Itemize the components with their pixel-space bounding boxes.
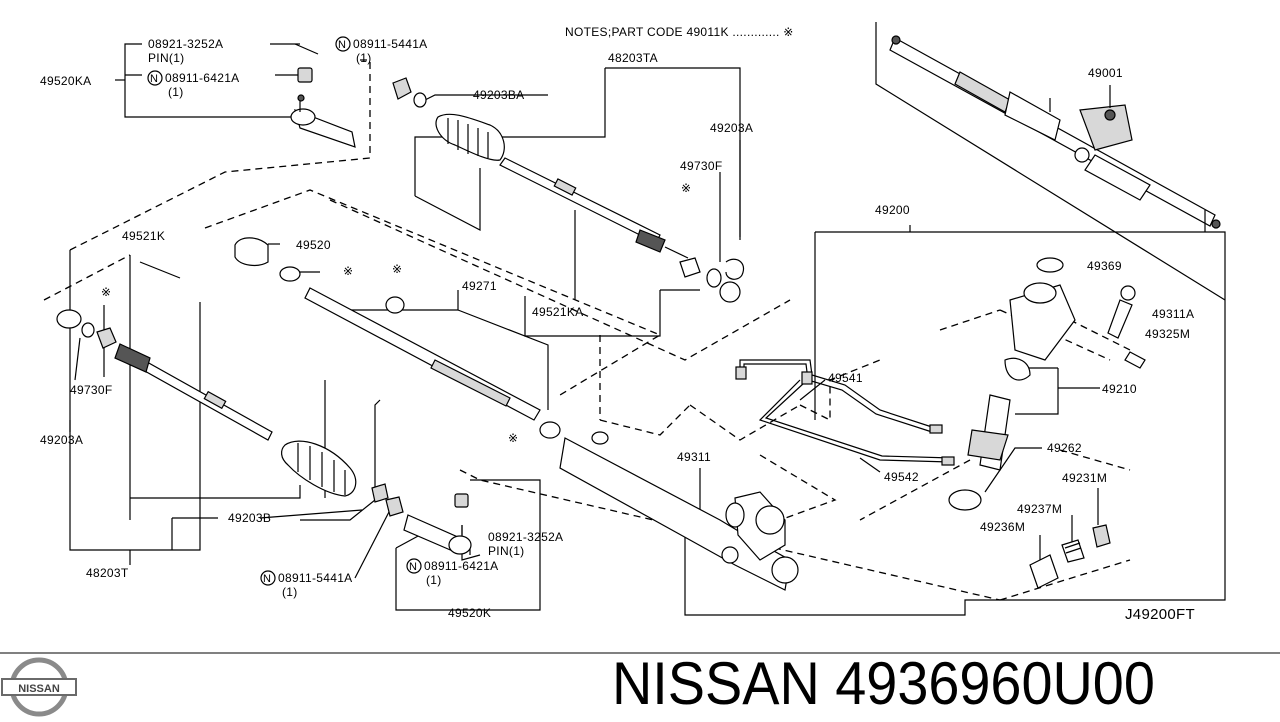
label-08911-5441-top: 08911-5441A xyxy=(353,37,427,51)
circle-n-5441-bottom-text: N xyxy=(263,573,271,585)
tie-rod-end-bottom xyxy=(385,493,472,555)
tie-rod-end-top xyxy=(290,43,356,148)
adjuster-parts xyxy=(1029,524,1111,589)
label-49271: 49271 xyxy=(462,279,497,293)
label-pin-bottom: PIN(1) xyxy=(488,544,524,558)
rack-and-bushing xyxy=(234,237,561,439)
label-49541: 49541 xyxy=(828,371,863,385)
label-49521KA: 49521KA xyxy=(532,305,583,319)
label-49203A-left: 49203A xyxy=(40,433,83,447)
mark-top: ※ xyxy=(681,181,691,195)
mark-bottom: ※ xyxy=(508,431,518,445)
steering-gear-assembly xyxy=(889,35,1221,232)
label-49236M: 49236M xyxy=(980,520,1025,534)
label-49521K: 49521K xyxy=(122,229,165,243)
label-49210: 49210 xyxy=(1102,382,1137,396)
label-49311: 49311 xyxy=(677,450,711,464)
part-number: 4936960U00 xyxy=(835,650,1155,717)
leader-lines xyxy=(69,22,1226,616)
circle-n-5441-top-text: N xyxy=(338,39,346,51)
label-08921-top: 08921-3252A xyxy=(148,37,223,51)
label-49231M: 49231M xyxy=(1062,471,1107,485)
label-49237M: 49237M xyxy=(1017,502,1062,516)
mark-49271: ※ xyxy=(392,262,402,276)
hydraulic-lines xyxy=(735,359,955,466)
circle-n-6421-bottom xyxy=(406,558,422,574)
clips-top xyxy=(679,257,745,303)
label-08911-5441-bottom: 08911-5441A xyxy=(278,571,352,585)
label-49203A-top: 49203A xyxy=(710,121,753,135)
footer-code: J49200FT xyxy=(1125,606,1195,623)
circle-n-5441-bottom xyxy=(260,570,276,586)
label-08911-6421-top: 08911-6421A xyxy=(165,71,239,85)
label-49262: 49262 xyxy=(1047,441,1082,455)
label-49520: 49520 xyxy=(296,238,331,252)
circle-n-6421-bottom-text: N xyxy=(409,561,417,573)
brand-name: NISSAN xyxy=(612,650,820,717)
boot-top xyxy=(435,113,505,161)
label-49542: 49542 xyxy=(884,470,919,484)
label-49001: 49001 xyxy=(1088,66,1123,80)
label-49730F-top: 49730F xyxy=(680,159,723,173)
nut-5441-top xyxy=(392,77,427,108)
label-49325M: 49325M xyxy=(1145,327,1190,341)
logo-text: NISSAN xyxy=(18,683,60,695)
label-08921-bottom: 08921-3252A xyxy=(488,530,563,544)
circle-n-5441-top xyxy=(335,36,351,52)
circle-n-6421-top-text: N xyxy=(150,73,158,85)
qty-6421-top: (1) xyxy=(168,85,184,99)
pinion-valve xyxy=(948,257,1146,511)
label-49520K: 49520K xyxy=(448,606,491,620)
label-48203TA: 48203TA xyxy=(608,51,658,65)
inner-tie-rod-left xyxy=(56,309,273,441)
mark-left: ※ xyxy=(101,285,111,299)
label-49520KA: 49520KA xyxy=(40,74,91,88)
circle-n-6421-top xyxy=(147,70,163,86)
label-49203B: 49203B xyxy=(228,511,271,525)
brand-part-heading: NISSAN 4936960U00 xyxy=(612,646,1155,722)
label-49730F-left: 49730F xyxy=(70,383,113,397)
qty-6421-bottom: (1) xyxy=(426,573,442,587)
inner-tie-rod-top xyxy=(499,157,689,259)
mark-49520: ※ xyxy=(343,264,353,278)
label-49311A: 49311A xyxy=(1152,307,1194,321)
label-pin-top: PIN(1) xyxy=(148,51,184,65)
gear-housing xyxy=(559,431,799,591)
callout-labels: NOTES;PART CODE 49011K ............. ※ 4… xyxy=(40,25,1195,623)
qty-5441-top: (1) xyxy=(356,51,372,65)
boot-left xyxy=(281,440,389,503)
label-49200: 49200 xyxy=(875,203,910,217)
label-49203BA: 49203BA xyxy=(473,88,524,102)
label-08911-6421-bottom: 08911-6421A xyxy=(424,559,498,573)
notes-text: NOTES;PART CODE 49011K ............. ※ xyxy=(565,25,794,39)
qty-5441-bottom: (1) xyxy=(282,585,298,599)
label-48203T: 48203T xyxy=(86,566,129,580)
label-49369: 49369 xyxy=(1087,259,1122,273)
nissan-logo: NISSAN xyxy=(1,657,77,717)
